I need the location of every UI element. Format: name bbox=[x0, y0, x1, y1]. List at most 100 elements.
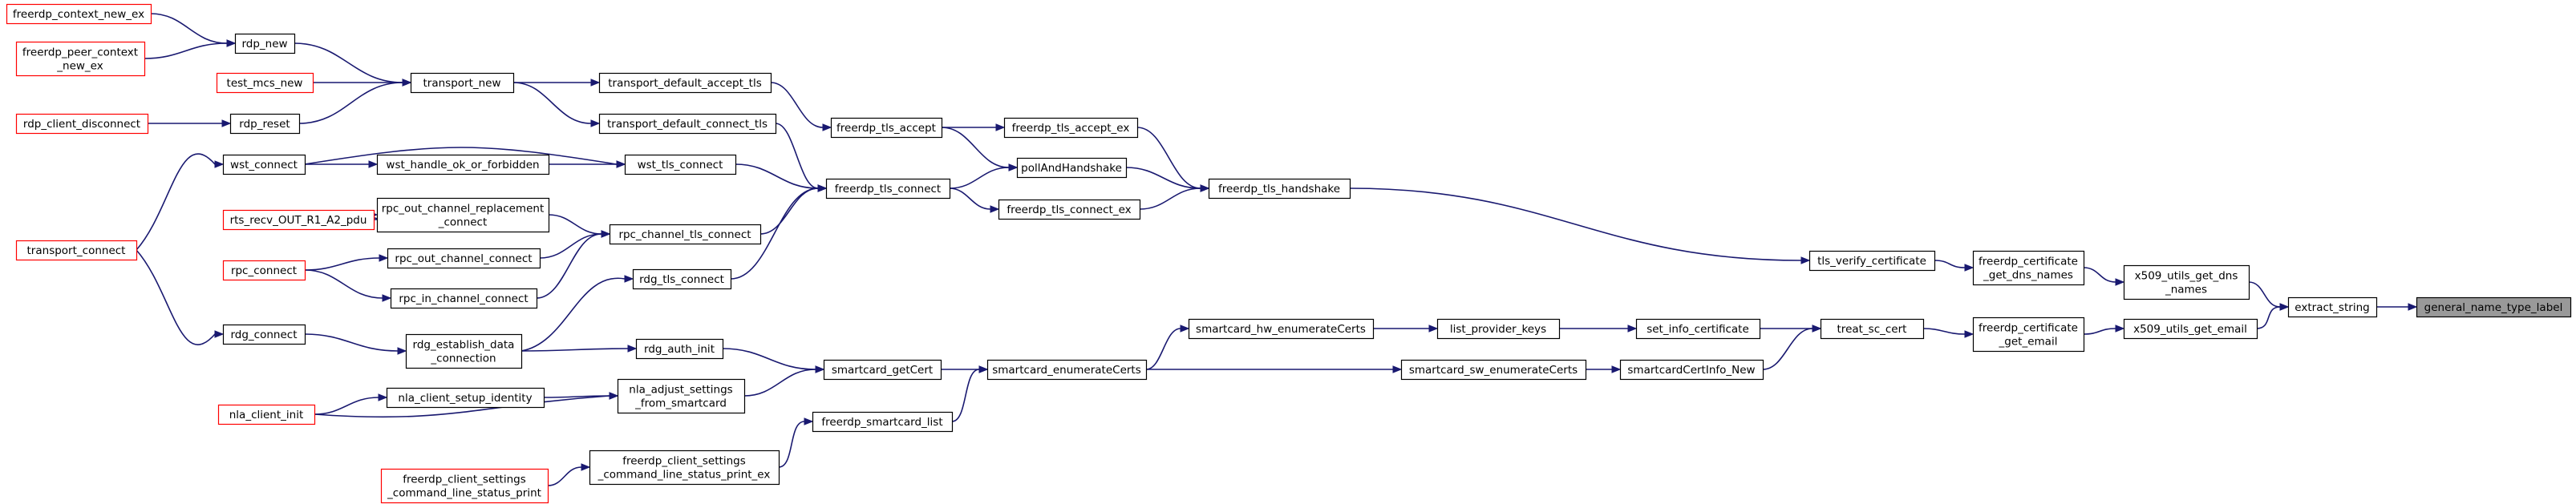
edge-line bbox=[520, 348, 629, 352]
node-freerdp-certificate-get-email[interactable]: freerdp_certificate_get_email bbox=[1972, 317, 2085, 353]
node-rpc-channel-tls-connect[interactable]: rpc_channel_tls_connect bbox=[609, 224, 762, 245]
edge-arrowhead bbox=[368, 160, 379, 168]
node-freerdp-client-settings-command-line-status-print[interactable]: freerdp_client_settings_command_line_sta… bbox=[380, 468, 549, 504]
edge-rpc-connect-to-rpc-in-channel-connect bbox=[304, 269, 392, 302]
edge-arrowhead bbox=[624, 275, 634, 283]
node-test-mcs-new[interactable]: test_mcs_new bbox=[216, 72, 314, 94]
node-label: transport_new bbox=[423, 77, 500, 90]
edge-arrowhead bbox=[581, 463, 591, 471]
node-label: _get_dns_names bbox=[1983, 269, 2073, 282]
edge-test-mcs-new-to-transport-new bbox=[313, 79, 412, 87]
node-nla-adjust-settings-from-smartcard[interactable]: nla_adjust_settings_from_smartcard bbox=[617, 378, 746, 414]
node-box bbox=[624, 154, 737, 175]
node-freerdp-peer-context-new-ex[interactable]: freerdp_peer_context_new_ex bbox=[15, 41, 146, 77]
edge-arrowhead bbox=[397, 347, 407, 355]
node-rpc-out-channel-replacement-connect[interactable]: rpc_out_channel_replacement_connect bbox=[376, 197, 550, 233]
node-box bbox=[222, 154, 306, 175]
node-set-info-certificate[interactable]: set_info_certificate bbox=[1635, 318, 1761, 340]
node-freerdp-smartcard-list[interactable]: freerdp_smartcard_list bbox=[812, 411, 954, 433]
node-box bbox=[2123, 318, 2258, 340]
node-transport-default-connect-tls[interactable]: transport_default_connect_tls bbox=[598, 113, 777, 135]
node-box bbox=[387, 248, 541, 269]
node-box bbox=[1188, 318, 1375, 340]
node-nla-client-init[interactable]: nla_client_init bbox=[217, 404, 316, 425]
node-rpc-connect[interactable]: rpc_connect bbox=[222, 260, 306, 281]
node-x509-utils-get-email[interactable]: x509_utils_get_email bbox=[2123, 318, 2258, 340]
node-label: nla_client_setup_identity bbox=[398, 392, 532, 405]
node-box bbox=[6, 3, 152, 25]
node-freerdp-tls-connect[interactable]: freerdp_tls_connect bbox=[825, 178, 951, 200]
node-rts-recv-OUT-R1-A2-pdu[interactable]: rts_recv_OUT_R1_A2_pdu bbox=[222, 209, 375, 231]
node-label: wst_connect bbox=[230, 159, 298, 171]
node-box bbox=[812, 411, 954, 433]
node-rdg-auth-init[interactable]: rdg_auth_init bbox=[635, 338, 724, 360]
node-smartcard-sw-enumerateCerts[interactable]: smartcard_sw_enumerateCerts bbox=[1400, 359, 1587, 381]
node-freerdp-tls-handshake[interactable]: freerdp_tls_handshake bbox=[1208, 178, 1351, 200]
node-label: treat_sc_cert bbox=[1837, 323, 1907, 336]
node-freerdp-context-new-ex[interactable]: freerdp_context_new_ex bbox=[6, 3, 152, 25]
node-rdg-connect[interactable]: rdg_connect bbox=[222, 324, 306, 345]
node-freerdp-certificate-get-dns-names[interactable]: freerdp_certificate_get_dns_names bbox=[1972, 250, 2085, 286]
node-rdp-reset[interactable]: rdp_reset bbox=[229, 113, 301, 135]
node-tls-verify-certificate[interactable]: tls_verify_certificate bbox=[1808, 250, 1936, 272]
node-transport-connect[interactable]: transport_connect bbox=[15, 240, 138, 261]
node-rdg-tls-connect[interactable]: rdg_tls_connect bbox=[632, 268, 732, 290]
node-extract-string[interactable]: extract_string bbox=[2287, 296, 2378, 318]
node-rdp-client-disconnect[interactable]: rdp_client_disconnect bbox=[15, 113, 149, 135]
edge-line bbox=[778, 421, 805, 468]
edge-line bbox=[314, 395, 610, 418]
node-transport-default-accept-tls[interactable]: transport_default_accept_tls bbox=[598, 72, 772, 94]
edge-transport-new-to-transport-default-connect-tls bbox=[512, 82, 601, 127]
node-box bbox=[15, 113, 149, 135]
edge-transport-connect-to-wst-connect bbox=[136, 153, 225, 251]
edge-line bbox=[730, 187, 819, 280]
edge-arrowhead bbox=[1964, 330, 1975, 338]
node-nla-client-setup-identity[interactable]: nla_client_setup_identity bbox=[386, 387, 545, 409]
node-label: rdg_auth_init bbox=[644, 343, 715, 356]
node-label: freerdp_certificate bbox=[1979, 256, 2078, 268]
edge-transport-default-connect-tls-to-freerdp-tls-connect bbox=[775, 123, 828, 192]
node-x509-utils-get-dns-names[interactable]: x509_utils_get_dns_names bbox=[2123, 264, 2250, 300]
node-pollAndHandshake[interactable]: pollAndHandshake bbox=[1016, 157, 1128, 179]
node-freerdp-tls-accept-ex[interactable]: freerdp_tls_accept_ex bbox=[1003, 117, 1139, 139]
node-general-name-type-label[interactable]: general_name_type_label bbox=[2416, 296, 2572, 318]
edge-arrowhead bbox=[601, 230, 611, 238]
node-wst-connect[interactable]: wst_connect bbox=[222, 154, 306, 175]
node-label: freerdp_client_settings bbox=[403, 474, 525, 486]
edge-line bbox=[775, 123, 819, 189]
node-box bbox=[229, 113, 301, 135]
edge-line bbox=[136, 153, 216, 251]
node-label: smartcard_hw_enumerateCerts bbox=[1196, 323, 1366, 336]
edge-freerdp-context-new-ex-to-rdp-new bbox=[150, 13, 237, 47]
node-freerdp-client-settings-command-line-status-print-ex[interactable]: freerdp_client_settings_command_line_sta… bbox=[589, 450, 780, 486]
node-treat-sc-cert[interactable]: treat_sc_cert bbox=[1820, 318, 1925, 340]
edge-line bbox=[1139, 187, 1201, 210]
node-wst-handle-ok-or-forbidden[interactable]: wst_handle_ok_or_forbidden bbox=[376, 154, 550, 175]
node-rpc-in-channel-connect[interactable]: rpc_in_channel_connect bbox=[390, 288, 538, 309]
node-label: rdp_client_disconnect bbox=[23, 118, 140, 131]
node-list-provider-keys[interactable]: list_provider_keys bbox=[1436, 318, 1561, 340]
edge-arrowhead bbox=[1180, 325, 1190, 333]
node-smartcard-getCert[interactable]: smartcard_getCert bbox=[823, 359, 942, 381]
node-label: set_info_certificate bbox=[1646, 323, 1749, 336]
node-freerdp-tls-connect-ex[interactable]: freerdp_tls_connect_ex bbox=[998, 199, 1141, 220]
edge-arrowhead bbox=[822, 123, 832, 131]
node-box bbox=[986, 359, 1148, 381]
node-rdp-new[interactable]: rdp_new bbox=[234, 33, 296, 54]
edge-line bbox=[1934, 260, 1966, 268]
node-smartcard-hw-enumerateCerts[interactable]: smartcard_hw_enumerateCerts bbox=[1188, 318, 1375, 340]
node-label: _connect bbox=[438, 216, 488, 229]
edge-line bbox=[512, 82, 592, 124]
node-label: _connection bbox=[430, 353, 496, 365]
edge-x509-utils-get-email-to-extract-string bbox=[2256, 303, 2290, 329]
node-freerdp-tls-accept[interactable]: freerdp_tls_accept bbox=[830, 117, 943, 139]
node-label: rdg_connect bbox=[230, 329, 297, 341]
node-smartcard-enumerateCerts[interactable]: smartcard_enumerateCerts bbox=[986, 359, 1148, 381]
node-smartcardCertInfo-New[interactable]: smartcardCertInfo_New bbox=[1619, 359, 1764, 381]
edge-arrowhead bbox=[978, 365, 989, 373]
node-rdg-establish-data-connection[interactable]: rdg_establish_data_connection bbox=[405, 333, 523, 369]
node-wst-tls-connect[interactable]: wst_tls_connect bbox=[624, 154, 737, 175]
node-rpc-out-channel-connect[interactable]: rpc_out_channel_connect bbox=[387, 248, 541, 269]
node-box bbox=[380, 468, 549, 504]
node-transport-new[interactable]: transport_new bbox=[410, 72, 515, 94]
